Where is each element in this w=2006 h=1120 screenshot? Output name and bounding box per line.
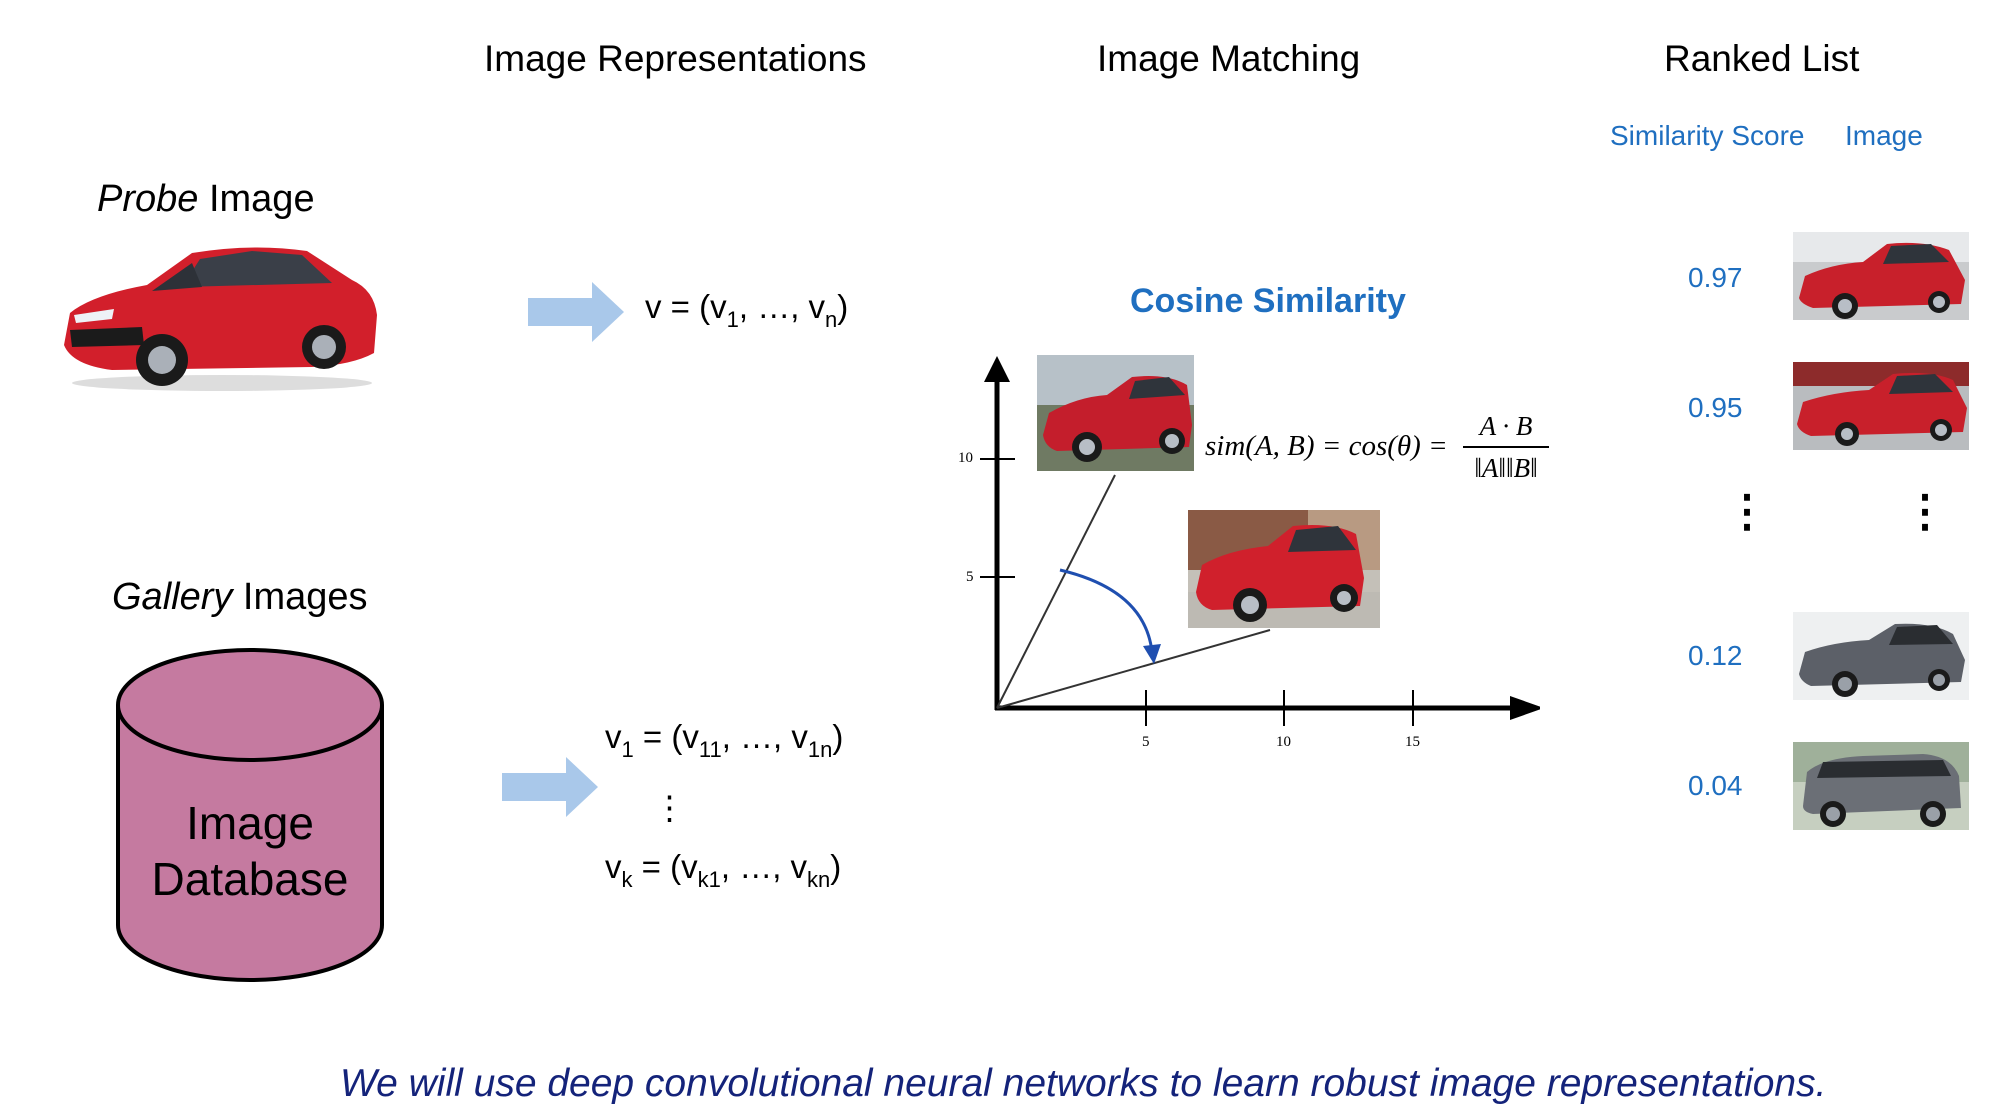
probe-vector-subn: n <box>825 307 838 332</box>
gallery-arrow <box>502 757 598 817</box>
y-tick-label-10: 10 <box>958 450 973 466</box>
probe-vector-mid: , …, v <box>738 288 826 325</box>
probe-vector-lhs: v = (v <box>645 288 727 325</box>
angle-arc-arrowhead <box>1143 644 1161 664</box>
gallery-vector-1: v1 = (v11, …, v1n) <box>605 718 843 763</box>
formula-numerator: A · B <box>1479 411 1533 441</box>
veck-d: ) <box>830 848 842 885</box>
probe-label-rest: Image <box>198 178 315 220</box>
veck-b-sub: k1 <box>697 867 721 892</box>
database-line-1: Image <box>186 797 314 849</box>
formula-fraction-bar <box>1463 446 1549 448</box>
vector-a <box>996 474 1116 709</box>
probe-vector-sub1: 1 <box>726 307 739 332</box>
footer-caption: We will use deep convolutional neural ne… <box>340 1062 1827 1105</box>
x-tick-label-5: 5 <box>1142 734 1150 750</box>
gallery-label-rest: Images <box>232 576 368 618</box>
gallery-label-emphasis: Gallery <box>112 576 233 618</box>
ranked-image-1 <box>1793 232 1969 320</box>
ranked-score-vdots: ⋮ <box>1725 487 1769 536</box>
x-tick-label-10: 10 <box>1276 734 1291 750</box>
header-image-matching: Image Matching <box>1097 38 1361 79</box>
probe-vector-rhs: ) <box>837 288 849 325</box>
vec1-b-sub: 11 <box>698 737 722 762</box>
y-tick-label-5: 5 <box>966 569 974 585</box>
ranked-score-3: 0.12 <box>1688 640 1743 671</box>
database-line-2: Database <box>151 853 349 905</box>
header-ranked-list: Ranked List <box>1664 38 1860 79</box>
veck-b: = (v <box>632 848 698 885</box>
x-tick-label-15: 15 <box>1405 734 1420 750</box>
veck-a-sub: k <box>621 867 633 892</box>
probe-image-label: Probe Image <box>97 178 315 221</box>
vec1-d: ) <box>832 718 844 755</box>
formula-fraction: A · B ‖A‖‖B‖ <box>1463 408 1549 486</box>
ranked-score-1: 0.97 <box>1688 262 1743 293</box>
image-database-label: Image Database <box>115 795 385 907</box>
probe-vector: v = (v1, …, vn) <box>645 288 848 333</box>
plot-car-b-image <box>1188 510 1380 628</box>
cosine-similarity-title: Cosine Similarity <box>1130 282 1406 320</box>
angle-arc <box>1059 568 1154 653</box>
probe-arrow <box>528 282 624 342</box>
probe-label-emphasis: Probe <box>97 178 199 220</box>
ranked-score-4: 0.04 <box>1688 770 1743 801</box>
plot-car-a-image <box>1037 355 1194 471</box>
veck-c: , …, v <box>720 848 808 885</box>
ranked-score-2: 0.95 <box>1688 392 1743 423</box>
vector-b <box>996 629 1271 709</box>
veck-a: v <box>605 848 622 885</box>
ranked-image-vdots: ⋮ <box>1903 487 1947 536</box>
ranked-image-4 <box>1793 742 1969 830</box>
gallery-images-label: Gallery Images <box>112 576 368 619</box>
vec1-b: = (v <box>633 718 699 755</box>
header-image-representations: Image Representations <box>484 38 867 79</box>
formula-lhs: sim(A, B) = cos(θ) = <box>1205 430 1448 462</box>
y-axis-arrowhead <box>984 356 1010 382</box>
gallery-vector-k: vk = (vk1, …, vkn) <box>605 848 841 893</box>
vec1-c-sub: 1n <box>807 737 833 762</box>
probe-car-image <box>52 235 382 395</box>
gallery-vector-vdots: ⋮ <box>653 789 686 826</box>
vec1-c: , …, v <box>721 718 808 755</box>
subheader-image: Image <box>1845 120 1923 151</box>
x-axis-arrowhead <box>1510 696 1540 720</box>
subheader-similarity-score: Similarity Score <box>1610 120 1805 151</box>
ranked-image-2 <box>1793 362 1969 450</box>
formula-denominator: ‖A‖‖B‖ <box>1474 453 1538 483</box>
cosine-similarity-plot <box>980 356 1540 726</box>
vec1-a-sub: 1 <box>621 737 634 762</box>
ranked-image-3 <box>1793 612 1969 700</box>
image-database-cylinder <box>116 648 384 982</box>
veck-c-sub: kn <box>807 867 831 892</box>
vec1-a: v <box>605 718 622 755</box>
